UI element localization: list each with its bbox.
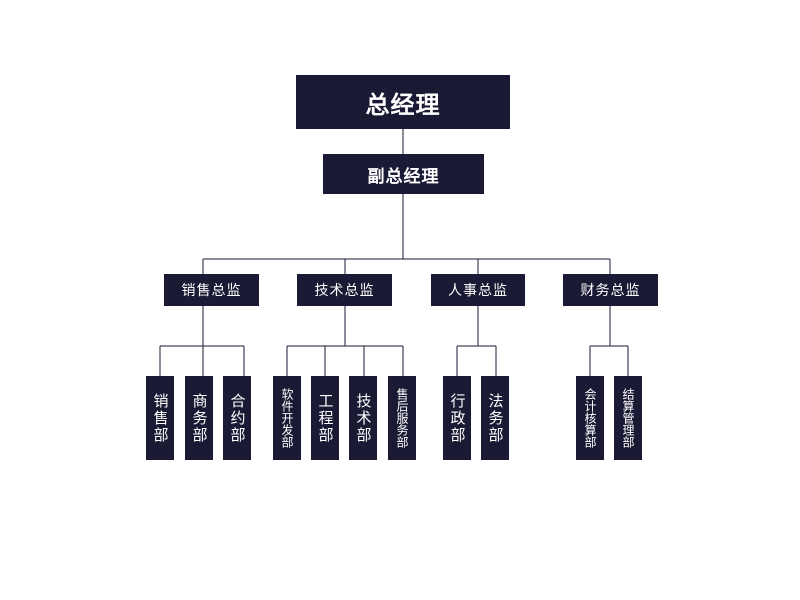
director-label: 人事总监: [448, 283, 508, 299]
director-box-tech: 技术总监: [297, 274, 392, 306]
dept-label: 工程部: [316, 392, 335, 444]
dept-label: 售后服务部: [395, 388, 409, 448]
director-label: 技术总监: [314, 283, 375, 299]
director-label: 销售总监: [181, 283, 242, 299]
dept-label: 技术部: [354, 392, 373, 444]
vp-label: 副总经理: [367, 166, 440, 187]
director-box-hr: 人事总监: [431, 274, 525, 306]
dept-label: 会计核算部: [583, 388, 597, 448]
dept-label: 结算管理部: [621, 388, 635, 448]
ceo-label: 总经理: [365, 90, 441, 119]
dept-box-after-sales: 售后服务部: [388, 376, 416, 460]
dept-label: 商务部: [190, 392, 209, 444]
dept-box-legal: 法务部: [481, 376, 509, 460]
dept-label: 行政部: [448, 392, 467, 444]
dept-box-sales: 销售部: [146, 376, 174, 460]
dept-box-settlement: 结算管理部: [614, 376, 642, 460]
dept-label: 合约部: [228, 392, 247, 444]
dept-box-contract: 合约部: [223, 376, 251, 460]
vp-box: 副总经理: [323, 154, 484, 194]
dept-label: 销售部: [151, 392, 170, 444]
director-label: 财务总监: [580, 283, 641, 299]
ceo-box: 总经理: [296, 75, 510, 129]
dept-box-engineering: 工程部: [311, 376, 339, 460]
dept-label: 软件开发部: [280, 388, 294, 448]
dept-box-business: 商务部: [185, 376, 213, 460]
dept-box-technology: 技术部: [349, 376, 377, 460]
dept-label: 法务部: [486, 392, 505, 444]
dept-box-admin: 行政部: [443, 376, 471, 460]
dept-box-accounting: 会计核算部: [576, 376, 604, 460]
director-box-sales: 销售总监: [164, 274, 259, 306]
director-box-finance: 财务总监: [563, 274, 658, 306]
dept-box-software-dev: 软件开发部: [273, 376, 301, 460]
